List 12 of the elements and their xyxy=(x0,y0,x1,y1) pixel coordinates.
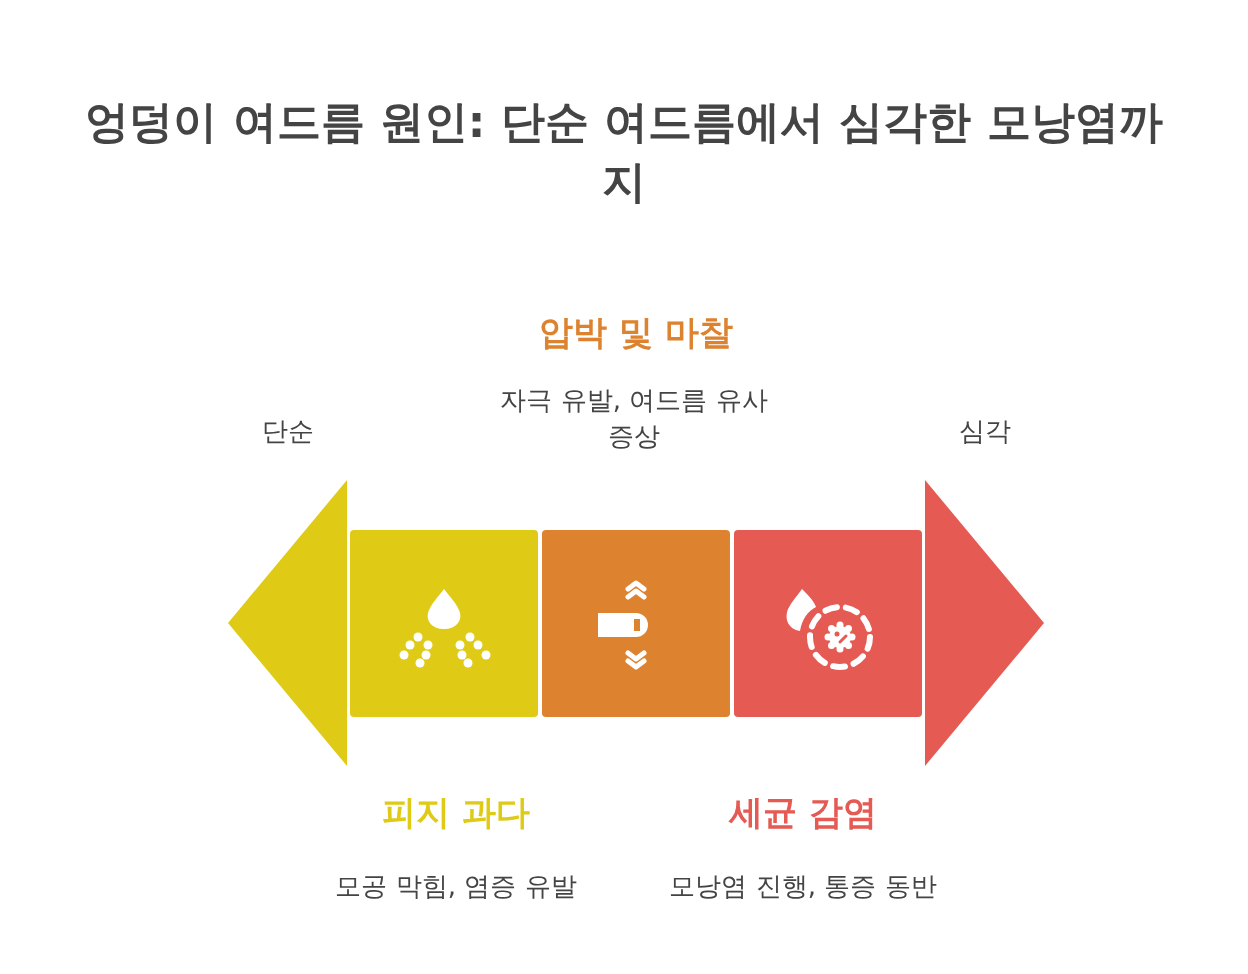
title: 엉덩이 여드름 원인: 단순 여드름에서 심각한 모낭염까지 xyxy=(84,95,1164,209)
heading: 피지 과다 xyxy=(381,791,531,834)
description: 자극 유발, 여드름 유사 증상 xyxy=(499,384,769,453)
cause-box xyxy=(542,530,730,717)
heading: 세균 감염 xyxy=(727,791,878,834)
cause-box xyxy=(734,530,922,717)
cause-box xyxy=(350,530,538,717)
description: 모공 막힘, 염증 유발 xyxy=(334,870,578,903)
scale-label: 심각 xyxy=(958,415,1012,448)
description: 모낭염 진행, 통증 동반 xyxy=(668,870,938,903)
heading: 압박 및 마찰 xyxy=(538,311,734,354)
scale-label: 단순 xyxy=(261,415,315,448)
